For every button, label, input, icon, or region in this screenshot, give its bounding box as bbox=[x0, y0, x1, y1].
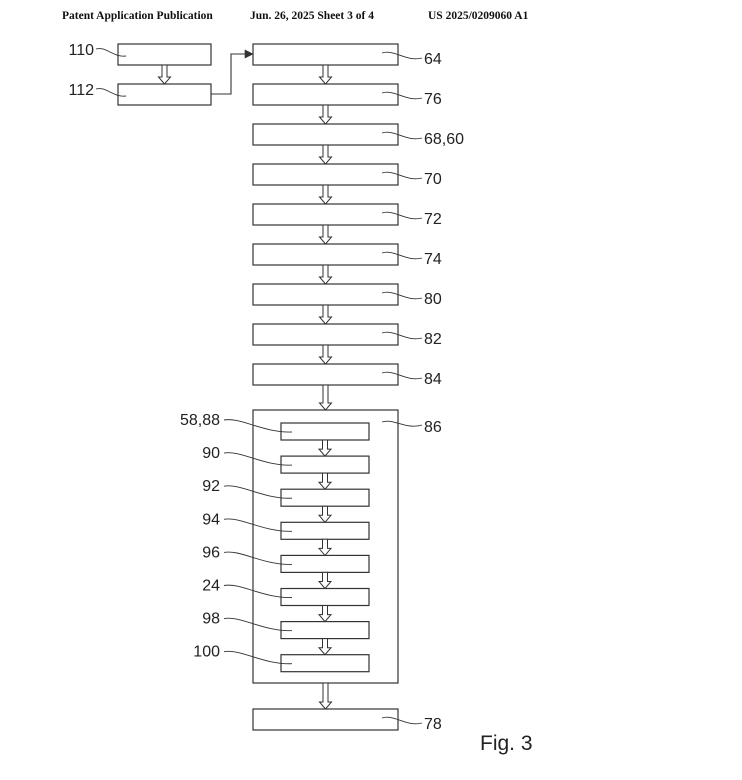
reference-numeral-72: 72 bbox=[424, 211, 442, 228]
leader-line-24 bbox=[223, 584, 293, 598]
leader-line-110 bbox=[95, 48, 127, 57]
reference-numeral-82: 82 bbox=[424, 331, 442, 348]
leader-line-78 bbox=[381, 716, 423, 725]
leader-line-70 bbox=[381, 171, 423, 180]
reference-numeral-94: 94 bbox=[202, 511, 220, 528]
reference-numeral-76: 76 bbox=[424, 91, 442, 108]
leader-line-92 bbox=[223, 485, 293, 499]
flow-arrow-72-74 bbox=[318, 224, 333, 245]
reference-numeral-64: 64 bbox=[424, 51, 442, 68]
reference-numeral-84: 84 bbox=[424, 371, 442, 388]
step-box-74 bbox=[252, 243, 399, 266]
flow-arrow-82-84 bbox=[318, 344, 333, 365]
step-box-72 bbox=[252, 203, 399, 226]
flow-arrow-110-112 bbox=[157, 64, 172, 85]
flow-arrow-76-68,60 bbox=[318, 104, 333, 125]
leader-line-96 bbox=[223, 551, 293, 565]
sub-step-box-96 bbox=[280, 554, 370, 574]
page-header: Patent Application Publication Jun. 26, … bbox=[0, 10, 742, 26]
figure-label: Fig. 3 bbox=[480, 732, 533, 755]
leader-line-82 bbox=[381, 331, 423, 340]
step-box-68,60 bbox=[252, 123, 399, 146]
reference-numeral-68,60: 68,60 bbox=[424, 131, 464, 148]
leader-line-74 bbox=[381, 251, 423, 260]
reference-numeral-100: 100 bbox=[193, 644, 220, 661]
flow-arrow-86-78 bbox=[318, 682, 333, 710]
reference-numeral-98: 98 bbox=[202, 611, 220, 628]
leader-line-68,60 bbox=[381, 131, 423, 140]
flow-arrow-58,88-90 bbox=[317, 439, 333, 457]
reference-numeral-78: 78 bbox=[424, 716, 442, 733]
connector-line-112 bbox=[211, 53, 247, 95]
flow-arrow-80-82 bbox=[318, 304, 333, 325]
reference-numeral-58,88: 58,88 bbox=[180, 412, 220, 429]
step-box-78 bbox=[252, 708, 399, 731]
leader-line-72 bbox=[381, 211, 423, 220]
step-box-82 bbox=[252, 323, 399, 346]
flow-arrow-94-96 bbox=[317, 538, 333, 557]
flow-arrow-70-72 bbox=[318, 184, 333, 205]
flow-arrow-68,60-70 bbox=[318, 144, 333, 165]
sub-step-box-100 bbox=[280, 654, 370, 673]
step-box-80 bbox=[252, 283, 399, 306]
reference-numeral-92: 92 bbox=[202, 478, 220, 495]
leader-line-76 bbox=[381, 91, 423, 100]
leader-line-84 bbox=[381, 371, 423, 380]
sub-step-box-58,88 bbox=[280, 422, 370, 441]
sub-step-box-92 bbox=[280, 488, 370, 507]
flow-arrow-92-94 bbox=[317, 505, 333, 524]
leader-line-58,88 bbox=[223, 419, 293, 433]
flow-arrow-24-98 bbox=[317, 605, 333, 623]
flow-arrow-74-80 bbox=[318, 264, 333, 285]
publication-date-sheet: Jun. 26, 2025 Sheet 3 of 4 bbox=[250, 10, 374, 22]
flow-arrow-84-86 bbox=[318, 384, 333, 411]
leader-line-64 bbox=[381, 51, 423, 60]
step-box-64 bbox=[252, 43, 399, 66]
sub-step-box-94 bbox=[280, 521, 370, 540]
reference-numeral-80: 80 bbox=[424, 291, 442, 308]
flow-arrow-90-92 bbox=[317, 472, 333, 490]
leader-line-100 bbox=[223, 650, 293, 665]
reference-numeral-112: 112 bbox=[68, 82, 94, 99]
reference-numeral-90: 90 bbox=[202, 445, 220, 462]
reference-numeral-24: 24 bbox=[202, 578, 220, 595]
leader-line-112 bbox=[95, 88, 127, 97]
sub-step-box-24 bbox=[280, 587, 370, 607]
publication-type: Patent Application Publication bbox=[62, 10, 213, 22]
leader-line-94 bbox=[223, 518, 293, 532]
reference-numeral-70: 70 bbox=[424, 171, 442, 188]
reference-numeral-96: 96 bbox=[202, 544, 220, 561]
reference-numeral-74: 74 bbox=[424, 251, 442, 268]
step-box-110 bbox=[117, 43, 212, 66]
publication-number: US 2025/0209060 A1 bbox=[428, 10, 529, 22]
step-box-112 bbox=[117, 83, 212, 106]
flow-arrow-64-76 bbox=[318, 64, 333, 85]
sub-step-box-98 bbox=[280, 620, 370, 640]
step-box-76 bbox=[252, 83, 399, 106]
step-box-70 bbox=[252, 163, 399, 186]
reference-numeral-86: 86 bbox=[424, 419, 442, 436]
leader-line-80 bbox=[381, 291, 423, 300]
connector-arrowhead bbox=[244, 49, 254, 59]
leader-line-98 bbox=[223, 617, 293, 632]
reference-numeral-110: 110 bbox=[68, 42, 94, 59]
leader-line-86 bbox=[381, 420, 423, 427]
step-box-84 bbox=[252, 363, 399, 386]
flow-arrow-96-24 bbox=[317, 571, 333, 590]
sub-step-box-90 bbox=[280, 455, 370, 474]
leader-line-90 bbox=[223, 452, 293, 466]
flow-arrow-98-100 bbox=[317, 638, 333, 656]
